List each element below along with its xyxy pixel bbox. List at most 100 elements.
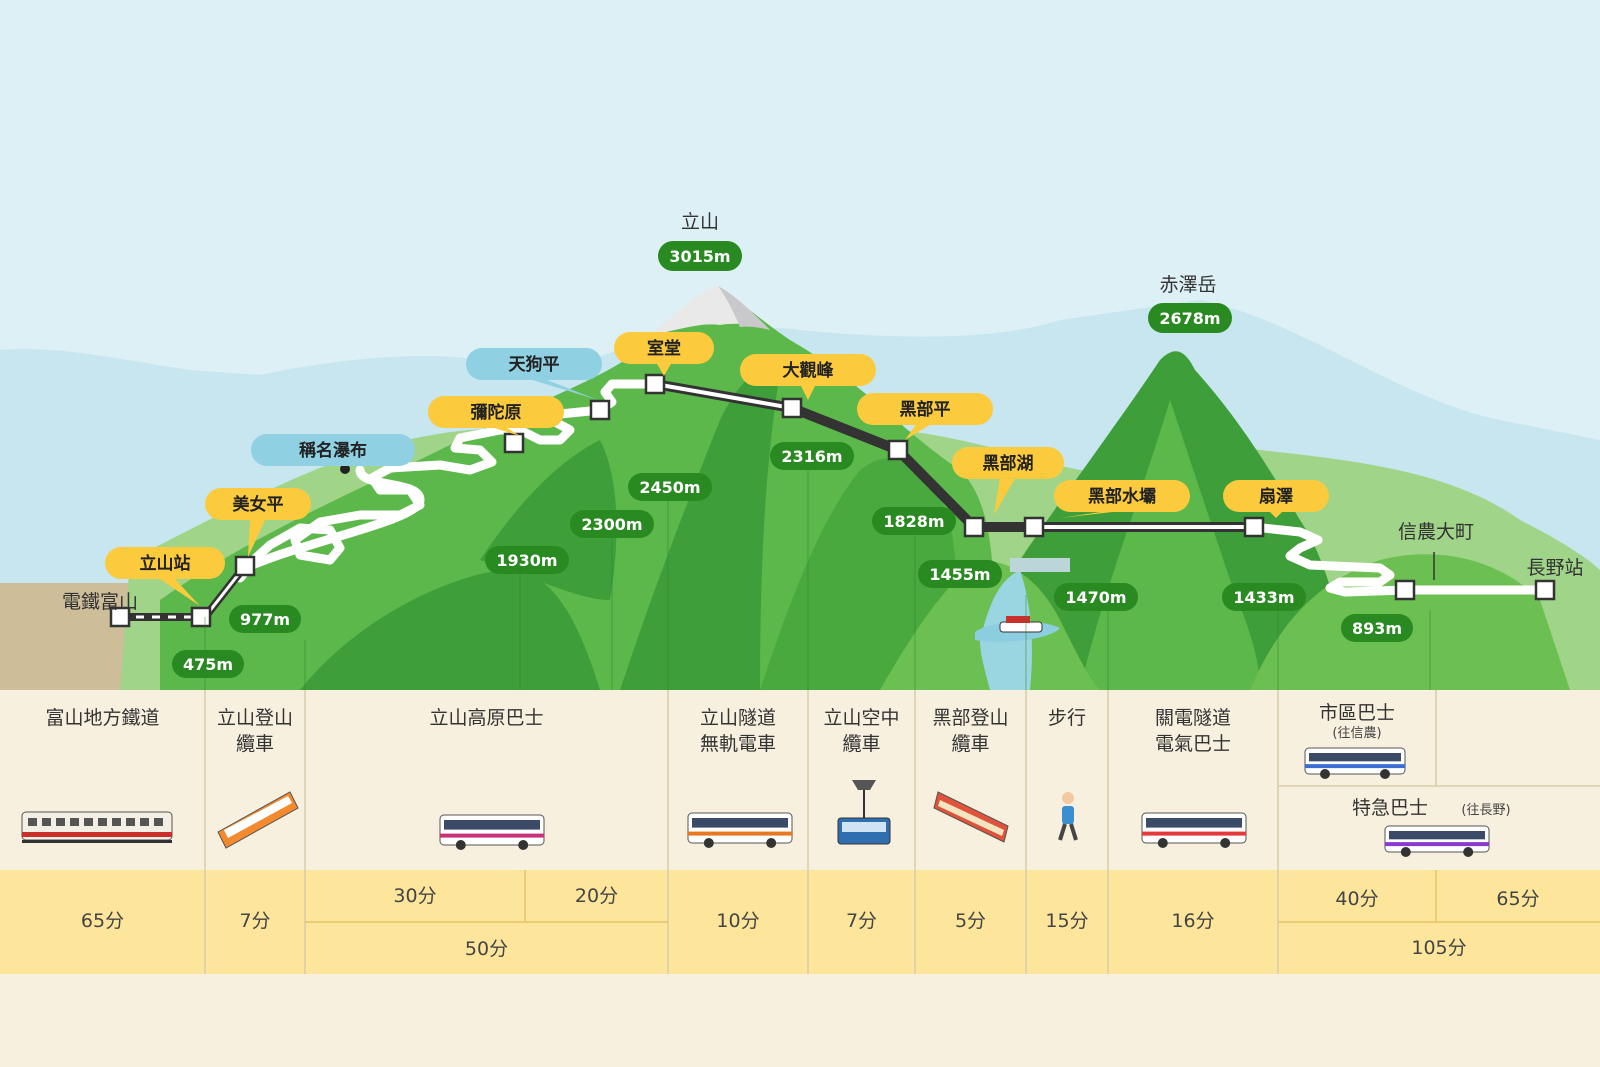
station-name-daikanbo: 大觀峰 (783, 360, 835, 381)
peak-name-akazawa: 赤澤岳 (1159, 274, 1216, 296)
train-icon (21, 811, 173, 843)
station-callout (105, 547, 225, 579)
time-part-b: 20分 (575, 885, 618, 907)
station-callout (1223, 480, 1329, 512)
station-name-ogizawa: 扇澤 (1259, 486, 1293, 507)
elevation-kurobedaira: 1828m (883, 512, 944, 531)
line-name-3-0: 立山隧道 (700, 707, 776, 729)
callout-tail (488, 426, 520, 436)
elevation-badge (918, 560, 1002, 588)
station-callout (740, 354, 876, 386)
peak-elevation-badge (658, 241, 742, 271)
cable-car-icon (217, 791, 299, 849)
station-marker (190, 606, 212, 628)
line-name-5-1: 纜車 (951, 733, 989, 755)
transport-table (0, 690, 1600, 870)
line-sub-express-bus: (往長野) (1461, 803, 1510, 818)
peak-elevation-akazawa: 2678m (1159, 309, 1220, 328)
line-name-express-bus: 特急巴士 (1352, 797, 1428, 819)
line-name-0-0: 富山地方鐵道 (45, 707, 159, 729)
line-name-7-1: 電氣巴士 (1155, 733, 1231, 755)
electric-bus-icon (1141, 812, 1247, 848)
station-callout (466, 348, 602, 380)
line-name-4-0: 立山空中 (823, 707, 899, 729)
time-3: 10分 (716, 910, 759, 932)
station-marker (1243, 516, 1265, 538)
elevation-daikanbo: 2316m (781, 447, 842, 466)
callout-tail (248, 518, 266, 557)
elevation-badge (172, 650, 244, 678)
station-marker (963, 516, 985, 538)
kurobe-dam-wall (1010, 558, 1070, 572)
time-express-bus: 65分 (1496, 888, 1539, 910)
ropeway-icon (837, 780, 891, 845)
callout-tail (656, 362, 672, 376)
route-link (790, 403, 900, 455)
station-marker (1534, 579, 1556, 601)
elevation-midagahara: 1930m (496, 551, 557, 570)
time-total: 50分 (465, 938, 508, 960)
line-name-6-0: 步行 (1048, 707, 1086, 729)
station-marker (644, 373, 666, 395)
elevation-tateyama: 475m (183, 655, 233, 674)
falls-marker (340, 464, 350, 474)
tateyama-snowshade (718, 286, 770, 330)
station-name-shinano-omachi: 信農大町 (1398, 521, 1474, 543)
highland-road (240, 379, 660, 573)
highland-bus-icon (439, 814, 545, 850)
station-name-dentetsu-toyama: 電鐵富山 (62, 591, 138, 613)
station-name-murodo: 室堂 (647, 338, 681, 359)
elevation-shinano-omachi: 893m (1352, 619, 1402, 638)
station-marker (109, 606, 131, 628)
station-name-shomyo-falls: 稱名瀑布 (299, 440, 367, 461)
time-1: 7分 (239, 910, 270, 932)
time-7: 16分 (1171, 910, 1214, 932)
station-name-nagano: 長野站 (1526, 557, 1583, 579)
time-5: 5分 (955, 910, 986, 932)
akazawa-highlight (1080, 400, 1260, 690)
elevation-badge (628, 473, 712, 501)
callout-tail (905, 423, 933, 440)
elevation-badge (1222, 583, 1306, 611)
line-name-1-0: 立山登山 (217, 707, 293, 729)
line-name-7-0: 關電隧道 (1155, 707, 1231, 729)
boat-icon (999, 616, 1043, 633)
line-name-5-0: 黑部登山 (932, 707, 1008, 729)
funicular-icon (933, 791, 1009, 843)
elevation-badge (570, 510, 654, 538)
station-marker (234, 555, 256, 577)
peak-elevation-badge (1148, 303, 1232, 333)
station-callout (205, 488, 311, 520)
station-marker (781, 397, 803, 419)
time-6: 15分 (1045, 910, 1088, 932)
walker-icon (1058, 792, 1078, 841)
tateyama-shadow-2 (620, 367, 780, 690)
elevation-kurobe-dam: 1470m (1065, 588, 1126, 607)
station-callout (428, 396, 564, 428)
footer-space (0, 974, 1600, 1067)
elevation-badge (770, 442, 854, 470)
elevation-badge (1054, 583, 1138, 611)
station-name-kurobeko: 黑部湖 (983, 453, 1034, 474)
elevation-bijodaira: 977m (240, 610, 290, 629)
station-callout (1054, 480, 1190, 512)
descending-road (1249, 522, 1550, 597)
elevation-badge (485, 546, 569, 574)
line-name-city-bus: 市區巴士 (1319, 702, 1395, 724)
station-marker (887, 439, 909, 461)
peak-name-tateyama: 立山 (681, 211, 719, 233)
callout-tail (526, 378, 598, 400)
callout-tail (800, 384, 816, 400)
time-part-a: 30分 (393, 885, 436, 907)
station-marker (503, 432, 525, 454)
station-callout (952, 447, 1064, 479)
line-name-3-1: 無軌電車 (700, 733, 776, 755)
station-callout (614, 332, 714, 364)
time-city-bus: 40分 (1335, 888, 1378, 910)
elevation-badge (229, 605, 301, 633)
elevation-badge (872, 507, 956, 535)
route-layer (109, 373, 1556, 628)
station-marker (1023, 516, 1045, 538)
